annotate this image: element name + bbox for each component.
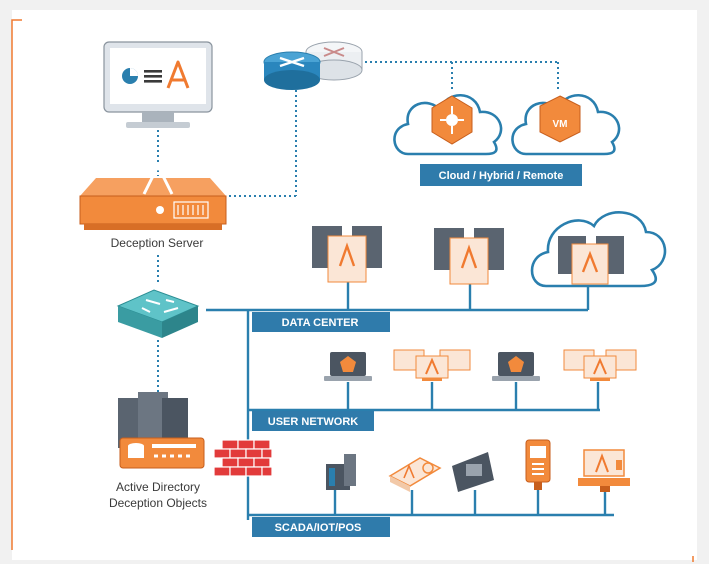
scada-label: SCADA/IOT/POS [275, 522, 362, 534]
workstation-group-icon [393, 349, 471, 381]
dotted-links [157, 61, 559, 394]
deception-server-icon [79, 162, 227, 230]
workstation-group-icon [563, 349, 637, 381]
card-terminal-icon [452, 452, 494, 492]
industrial-controller-icon [326, 454, 356, 490]
cloud-band-label: Cloud / Hybrid / Remote [439, 170, 564, 182]
firewall-icon [213, 439, 273, 477]
data-center-label: DATA CENTER [282, 317, 359, 329]
user-network-label: USER NETWORK [268, 416, 359, 428]
management-console-icon [103, 41, 213, 128]
pos-terminal-icon [525, 439, 551, 490]
scada-band [252, 517, 390, 537]
network-switch-icon [116, 289, 200, 338]
server-rack-1 [312, 226, 382, 283]
server-rack-2 [434, 228, 504, 285]
network-lines [206, 280, 614, 520]
deception-node-icon [431, 95, 473, 145]
cloud-server-rack [530, 211, 667, 288]
laptop-icon [492, 352, 540, 381]
ad-label-line2: Deception Objects [109, 496, 207, 510]
data-center-band [252, 312, 390, 332]
frame-accent [11, 19, 694, 562]
deception-server-label: Deception Server [111, 236, 204, 250]
active-directory-icon [118, 392, 205, 469]
cloud-label-band [420, 164, 582, 186]
vm-icon: VM [539, 95, 581, 143]
laptop-icon [324, 352, 372, 381]
user-network-band [252, 411, 374, 431]
svg-text:VM: VM [553, 119, 568, 130]
iot-sensor-icon [388, 457, 442, 492]
pos-register-icon [578, 449, 630, 492]
router-icon [263, 51, 321, 90]
ad-label-line1: Active Directory [116, 480, 200, 494]
